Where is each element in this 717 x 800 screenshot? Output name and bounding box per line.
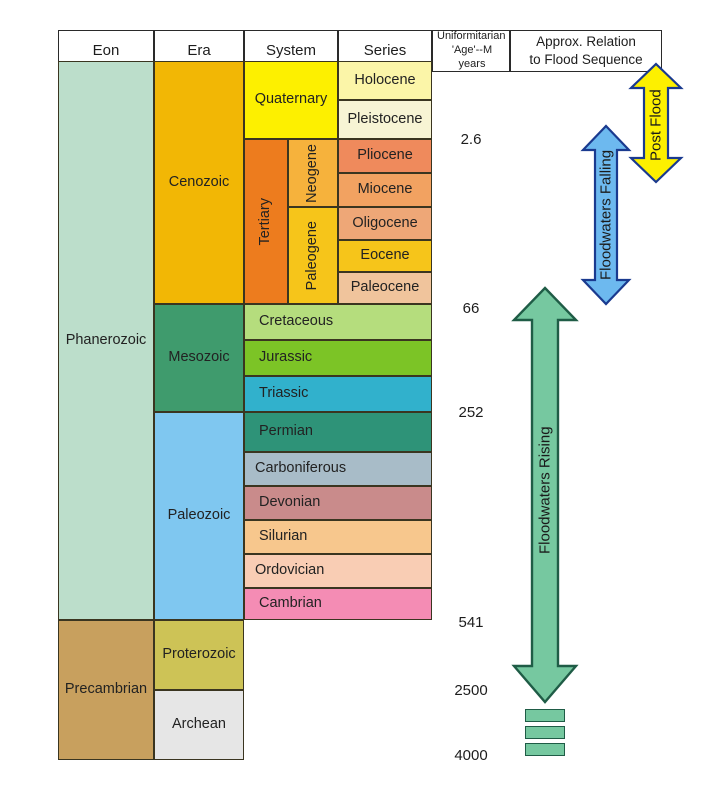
age-value-2500: 2500 [436,679,506,701]
series-pliocene-label: Pliocene [357,147,413,164]
system-permian-label: Permian [259,423,313,440]
column-header-series-label: Series [363,41,407,59]
era-paleozoic-label: Paleozoic [167,507,231,524]
eon-precambrian-label: Precambrian [64,681,148,698]
arrow-trail-dash-2 [525,726,565,739]
system-cretaceous: Cretaceous [244,304,432,340]
arrow-post-flood [628,62,684,184]
series-pleistocene: Pleistocene [338,100,432,139]
arrow-floodwaters-falling [580,124,632,306]
system-carboniferous: Carboniferous [244,452,432,486]
era-archean: Archean [154,690,244,760]
era-archean-label: Archean [171,716,226,733]
series-oligocene-label: Oligocene [352,214,418,231]
age-label-text: 4000 [454,746,488,764]
system-ordovician: Ordovician [244,554,432,588]
series-miocene: Miocene [338,173,432,207]
era-proterozoic-label: Proterozoic [162,646,236,663]
age-value-4000: 4000 [436,744,506,766]
system-silurian-label: Silurian [259,528,308,545]
era-cenozoic: Cenozoic [154,61,244,304]
system-quaternary-label: Quaternary [254,91,328,108]
arrow-floodwaters-rising [510,286,580,706]
age-label-text: 66 [462,299,480,317]
column-header-age-line1: Uniformitarian [437,30,506,43]
age-label-text: 541 [458,613,484,631]
series-miocene-label: Miocene [357,181,413,198]
system-ordovician-label: Ordovician [255,562,325,579]
column-header-age-line2: 'Age'--M years [451,44,493,70]
system-quaternary: Quaternary [244,61,338,139]
system-paleogene-label: Paleogene [304,220,321,291]
arrow-trail-dash-3 [525,743,565,756]
system-neogene: Neogene [288,139,338,207]
eon-phanerozoic-label: Phanerozoic [65,331,147,348]
system-cambrian: Cambrian [244,588,432,620]
system-permian: Permian [244,412,432,452]
age-label-text: 2.6 [460,130,482,148]
series-holocene-label: Holocene [354,71,416,88]
column-header-era-label: Era [187,41,211,59]
eon-phanerozoic: Phanerozoic [58,61,154,620]
series-oligocene: Oligocene [338,207,432,240]
system-carboniferous-label: Carboniferous [255,460,347,477]
series-paleocene-label: Paleocene [350,279,420,296]
system-tertiary-label: Tertiary [257,197,274,246]
system-jurassic-label: Jurassic [259,349,313,366]
system-cretaceous-label: Cretaceous [259,313,334,330]
arrow-trail-dash-1 [525,709,565,722]
column-header-eon-label: Eon [92,41,120,59]
series-holocene: Holocene [338,61,432,100]
system-triassic-label: Triassic [259,385,309,402]
era-mesozoic: Mesozoic [154,304,244,412]
series-paleocene: Paleocene [338,272,432,304]
series-pleistocene-label: Pleistocene [347,110,423,127]
system-devonian-label: Devonian [259,494,321,511]
column-header-flood-line1: Approx. Relation [536,34,636,50]
age-value-541: 541 [436,611,506,633]
series-pliocene: Pliocene [338,139,432,173]
age-label-text: 2500 [454,681,488,699]
age-value-252: 252 [436,401,506,423]
series-eocene-label: Eocene [360,247,410,264]
system-cambrian-label: Cambrian [259,595,322,612]
system-jurassic: Jurassic [244,340,432,376]
era-mesozoic-label: Mesozoic [168,349,230,366]
column-header-system-label: System [265,41,316,59]
column-header-flood-line2: to Flood Sequence [529,52,643,67]
era-paleozoic: Paleozoic [154,412,244,620]
system-triassic: Triassic [244,376,432,412]
system-silurian: Silurian [244,520,432,554]
column-header-age: Uniformitarian 'Age'--M years [432,30,510,72]
age-label-text: 252 [458,403,484,421]
age-value-2-6: 2.6 [436,128,506,150]
series-eocene: Eocene [338,240,432,272]
era-cenozoic-label: Cenozoic [168,173,230,190]
system-devonian: Devonian [244,486,432,520]
era-proterozoic: Proterozoic [154,620,244,690]
eon-precambrian: Precambrian [58,620,154,760]
age-value-66: 66 [436,297,506,319]
system-paleogene: Paleogene [288,207,338,304]
system-neogene-label: Neogene [304,143,321,203]
system-tertiary: Tertiary [244,139,288,304]
column-header-flood: Approx. Relation to Flood Sequence [510,30,662,72]
